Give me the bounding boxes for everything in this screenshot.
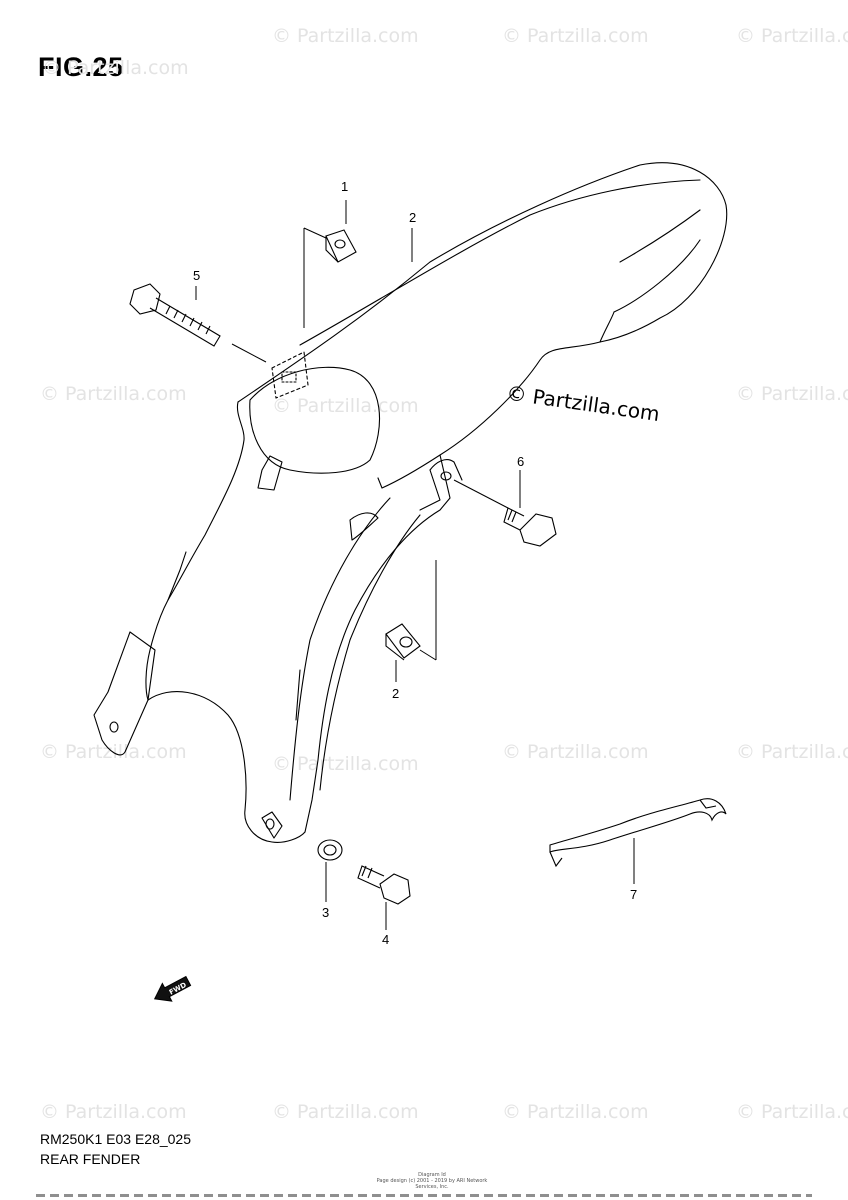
figure-title: FIG.25: [38, 52, 124, 82]
clip-nut-lower: [385, 623, 421, 661]
washer-part-3: [317, 839, 343, 861]
watermark-text: © Partzilla.com: [736, 383, 848, 405]
bolt-part-6: [503, 507, 557, 547]
bolt-part-5: [129, 283, 221, 347]
watermark-text: © Partzilla.com: [502, 741, 649, 763]
watermark-text: © Partzilla.com: [736, 25, 848, 47]
watermark-text: © Partzilla.com: [40, 383, 187, 405]
watermark-text: © Partzilla.com: [272, 25, 419, 47]
callout-6: 6: [517, 454, 524, 469]
watermark-text: © Partzilla.com: [272, 1101, 419, 1123]
callout-2-upper: 1: [341, 179, 348, 194]
callout-2-lower: 2: [392, 686, 399, 701]
watermark-text: © Partzilla.com: [736, 1101, 848, 1123]
center-watermark: © Partzilla.com: [505, 381, 661, 426]
center-watermark-text: © Partzilla.com: [505, 381, 661, 426]
footer-line-2: Page design (c) 2001 - 2019 by ARI Netwo…: [376, 1178, 488, 1190]
callout-5: 5: [193, 268, 200, 283]
bottom-dashed-border: [36, 1194, 812, 1197]
watermark-text: © Partzilla.com: [272, 753, 419, 775]
watermark-text: © Partzilla.com: [502, 25, 649, 47]
callout-3: 3: [322, 905, 329, 920]
diagram-name: REAR FENDER: [40, 1151, 141, 1167]
fwd-arrow-icon: FWD: [153, 975, 192, 1002]
watermark-text: © Partzilla.com: [40, 1101, 187, 1123]
callout-7: 7: [630, 887, 637, 902]
spoke-wrench-part-7: [549, 798, 727, 868]
diagram-code: RM250K1 E03 E28_025: [40, 1131, 191, 1147]
fwd-label: FWD: [168, 981, 188, 997]
watermark-text: © Partzilla.com: [42, 57, 189, 79]
callout-4: 4: [382, 932, 389, 947]
footer-credit: Diagram Id Page design (c) 2001 - 2019 b…: [372, 1172, 492, 1190]
rear-fender-drawing: [93, 162, 728, 843]
watermark-text: © Partzilla.com: [272, 395, 419, 417]
leader-lines: [195, 200, 635, 930]
watermark-text: © Partzilla.com: [736, 741, 848, 763]
callout-1: 2: [409, 210, 416, 225]
watermark-grid: © Partzilla.com © Partzilla.com © Partzi…: [40, 25, 848, 1123]
bolt-part-4: [357, 865, 411, 905]
clip-nut-upper: [325, 229, 357, 263]
footer-line-1: Diagram Id: [418, 1172, 446, 1178]
watermark-text: © Partzilla.com: [502, 1101, 649, 1123]
